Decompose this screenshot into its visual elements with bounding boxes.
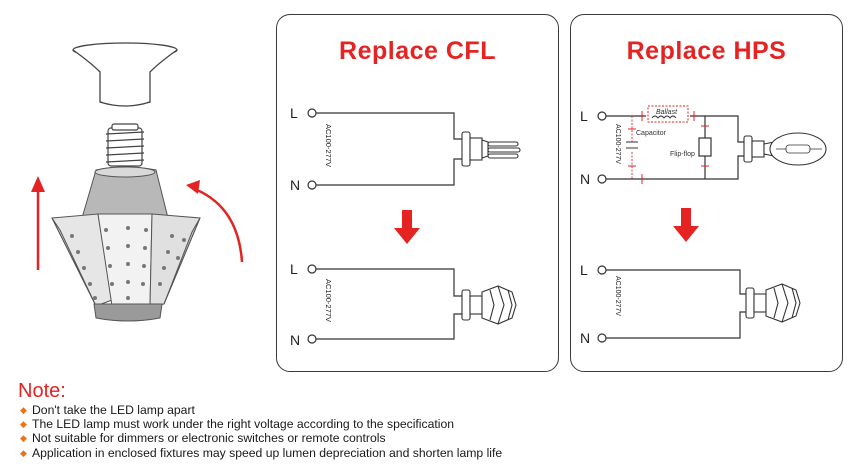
note-list: ◆ Don't take the LED lamp apart ◆ The LED … — [20, 403, 502, 460]
capacitor-label: Capacitor — [636, 130, 667, 137]
hps-circuit-before — [597, 111, 746, 184]
hps-top-neutral-label: N — [580, 171, 590, 187]
hps-wiring-diagrams: Ballast Capacitor Flip-flop L N AC100-27… — [580, 105, 827, 346]
diamond-bullet-icon: ◆ — [20, 405, 27, 415]
note-item: ◆ Not suitable for dimmers or electronic … — [20, 431, 502, 445]
panel-replace-hps: Replace HPS — [570, 14, 843, 372]
panel-title-hps: Replace HPS — [626, 37, 787, 65]
screw-base — [105, 123, 145, 167]
cfl-bottom-live-label: L — [290, 261, 298, 277]
cfl-top-voltage-label: AC100-277V — [324, 124, 333, 167]
fixture-cap — [72, 42, 178, 107]
lamp-body — [81, 166, 169, 223]
note-title: Note: — [18, 380, 66, 402]
hps-circuit-after — [597, 265, 748, 343]
hps-led-lamp-icon — [745, 283, 801, 323]
ballast-label: Ballast — [656, 109, 678, 116]
note-item: ◆ Don't take the LED lamp apart — [20, 403, 502, 417]
hps-bottom-neutral-label: N — [580, 330, 590, 346]
arrow-heads — [31, 176, 200, 194]
cut-marks — [628, 111, 709, 184]
cfl-circuit-after — [307, 264, 464, 344]
hps-bottom-live-label: L — [580, 262, 588, 278]
cfl-bulb-icon — [461, 131, 521, 167]
hps-down-arrow — [673, 208, 699, 242]
hps-top-voltage-label: AC100-277V — [614, 124, 621, 164]
cfl-top-live-label: L — [290, 105, 298, 121]
panel-replace-cfl: Replace CFL — [276, 14, 559, 372]
note-item-text: The LED lamp must work under the right v… — [32, 417, 455, 432]
diamond-bullet-icon: ◆ — [20, 419, 27, 430]
install-arrows — [36, 186, 244, 270]
cfl-bottom-voltage-label: AC100-277V — [324, 279, 333, 322]
hps-bulb-icon — [743, 132, 827, 166]
note-item: ◆ Application in enclosed fixtures may sp… — [20, 446, 502, 460]
diamond-bullet-icon: ◆ — [20, 447, 27, 458]
led-panels — [51, 213, 201, 307]
note-item: ◆ The LED lamp must work under the right … — [20, 417, 502, 431]
note-item-text: Not suitable for dimmers or electronic s… — [32, 431, 386, 446]
cfl-circuit-before — [307, 108, 464, 190]
note-item-text: Application in enclosed fixtures may spe… — [32, 445, 503, 460]
cfl-top-neutral-label: N — [290, 177, 300, 193]
diamond-bullet-icon: ◆ — [20, 433, 27, 444]
cfl-led-lamp-icon — [461, 285, 517, 325]
hps-top-live-label: L — [580, 108, 588, 124]
ballast-icon: Ballast — [647, 105, 689, 123]
note-item-text: Don't take the LED lamp apart — [32, 403, 195, 417]
hps-bottom-voltage-label: AC100-277V — [614, 276, 621, 316]
flipflop-label: Flip-flop — [670, 151, 695, 158]
led-lamp-illustration — [31, 42, 244, 322]
cfl-down-arrow — [394, 210, 420, 244]
panel-title-cfl: Replace CFL — [339, 37, 496, 65]
bottom-ring — [93, 303, 163, 322]
cfl-wiring-diagrams: L N AC100-277V L N AC100-277V — [290, 105, 521, 348]
capacitor-icon — [626, 116, 638, 179]
cfl-bottom-neutral-label: N — [290, 332, 300, 348]
